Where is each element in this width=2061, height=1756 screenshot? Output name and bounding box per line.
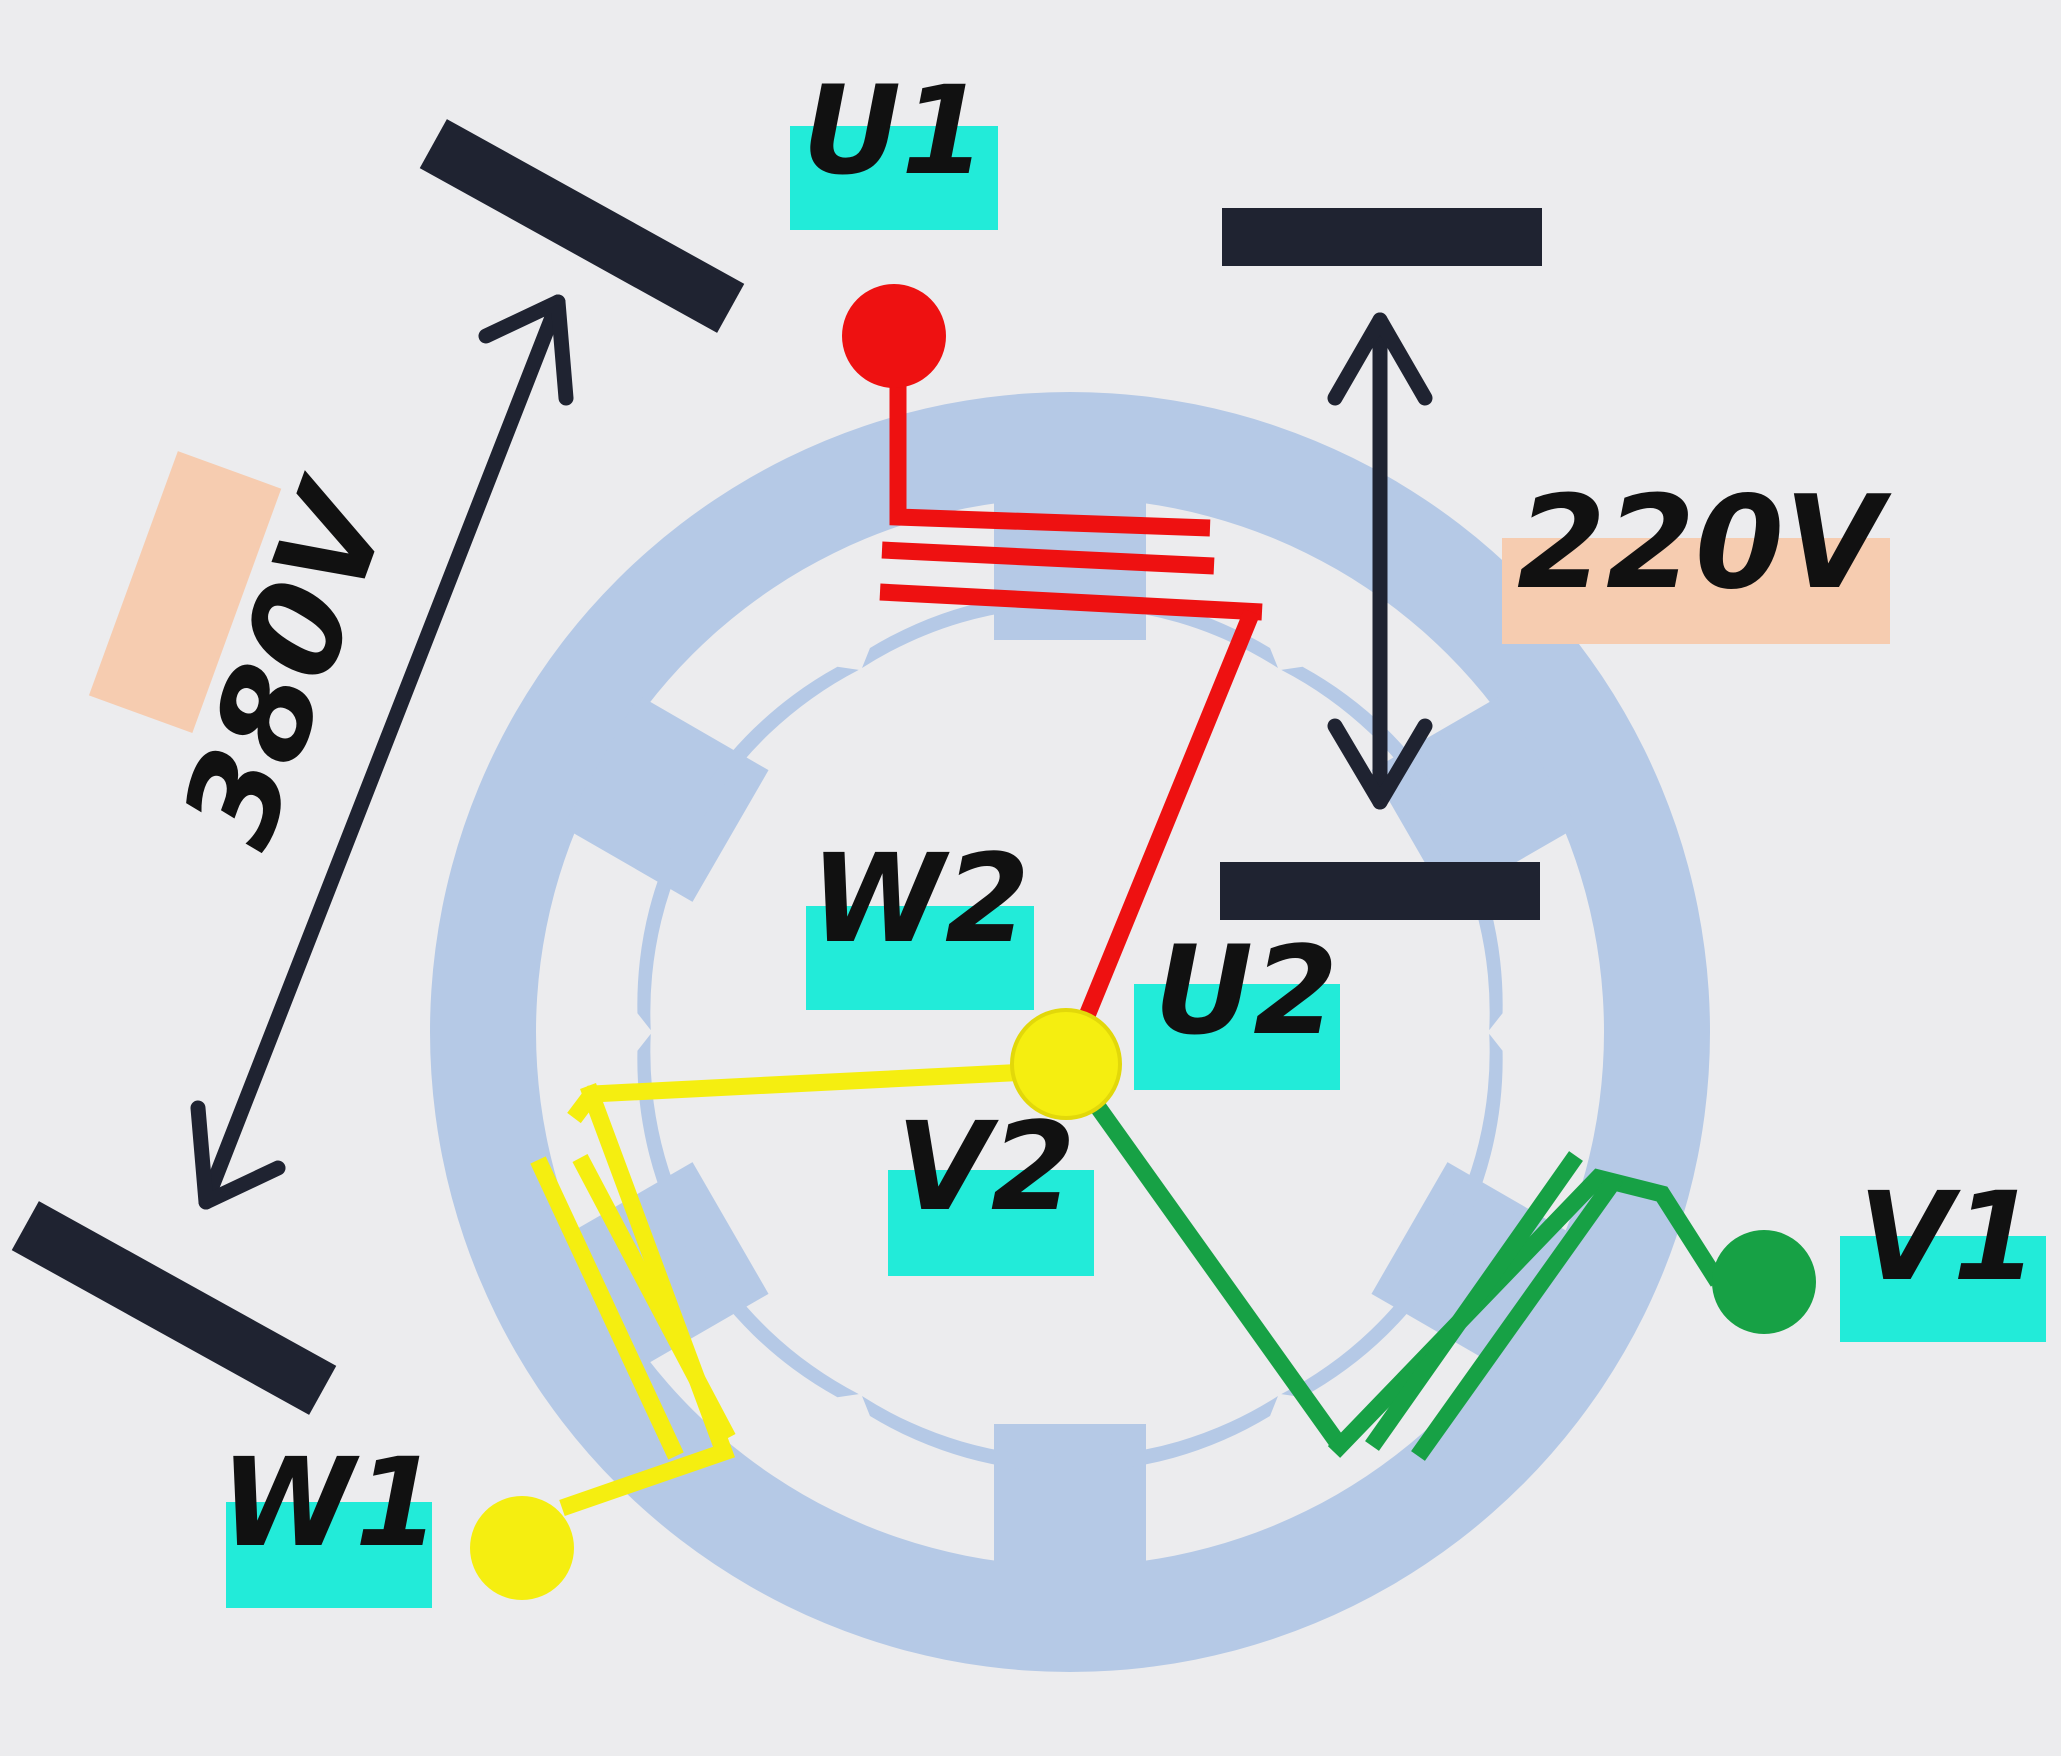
bus-bar-neutral bbox=[1220, 862, 1540, 920]
terminal-label-w1: W1 bbox=[220, 1432, 440, 1608]
bus-bars bbox=[11, 119, 1542, 1415]
stator-pole-bottom bbox=[862, 1396, 1278, 1574]
terminal-dot-v1 bbox=[1712, 1230, 1816, 1334]
winding-u bbox=[879, 332, 1263, 1066]
w1-text: W1 bbox=[220, 1432, 439, 1574]
winding-v bbox=[1063, 1063, 1726, 1461]
voltage-label-220v: 220V bbox=[1502, 469, 1892, 644]
winding-w bbox=[530, 1061, 1069, 1517]
terminal-label-w2: W2 bbox=[806, 828, 1034, 1010]
stator-pole-top-left bbox=[562, 666, 859, 1031]
terminal-label-v2: V2 bbox=[888, 1096, 1094, 1276]
voltage-arrow-380v bbox=[190, 294, 574, 1210]
bus-bar-l3 bbox=[11, 1201, 337, 1415]
terminal-label-u1: U1 bbox=[790, 60, 998, 230]
v1-text: V1 bbox=[1858, 1166, 2037, 1308]
v2-text: V2 bbox=[896, 1096, 1075, 1238]
terminal-label-v1: V1 bbox=[1840, 1166, 2046, 1342]
u1-text: U1 bbox=[802, 60, 986, 202]
terminal-label-u2: U2 bbox=[1134, 920, 1340, 1090]
voltage-label-380v: 380V bbox=[88, 451, 422, 865]
star-point-dot bbox=[1010, 1008, 1122, 1120]
u2-text: U2 bbox=[1154, 920, 1338, 1062]
label-220v-text: 220V bbox=[1517, 469, 1892, 618]
stator-pole-top-right bbox=[1281, 666, 1578, 1031]
terminal-dot-w1 bbox=[470, 1496, 574, 1600]
terminal-dot-u1 bbox=[842, 284, 946, 388]
voltage-arrow-220v bbox=[1327, 312, 1433, 810]
w2-text: W2 bbox=[810, 828, 1029, 970]
bus-bar-l1 bbox=[419, 119, 745, 333]
bus-bar-l2 bbox=[1222, 208, 1542, 266]
